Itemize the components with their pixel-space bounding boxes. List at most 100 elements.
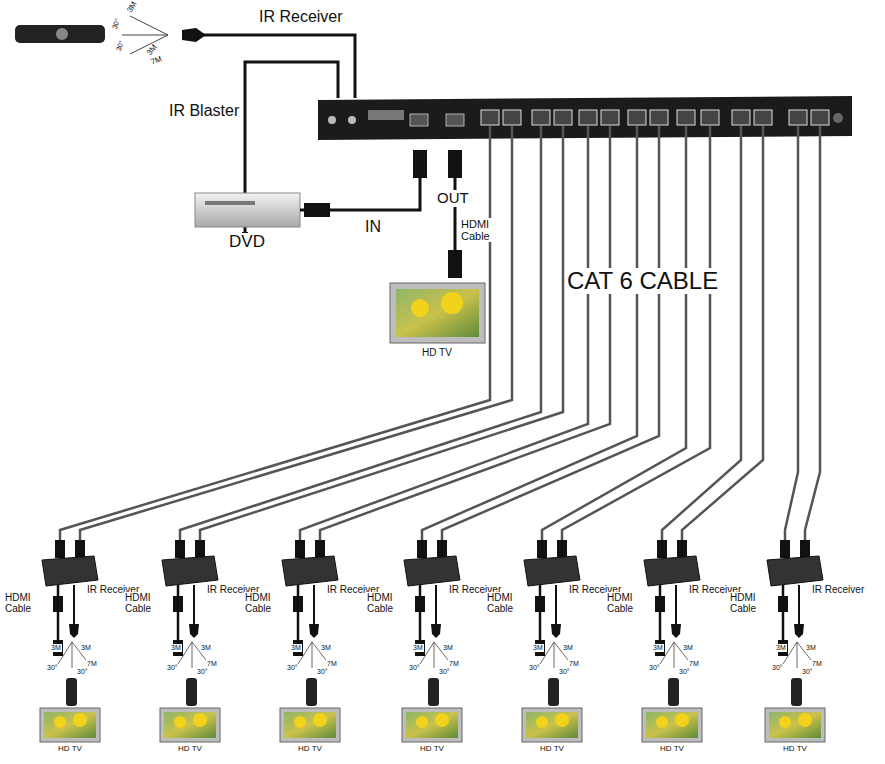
cat6-cable [562, 126, 710, 545]
label: HDMI Cable [244, 592, 276, 614]
device-name: HD TV [420, 347, 454, 358]
hdmi-plug [655, 596, 665, 612]
cat6-cable [785, 126, 798, 545]
device-label: HD TV [418, 744, 446, 754]
sunflower [54, 716, 66, 728]
label: 30° [801, 668, 814, 676]
device-name: HD TV [176, 745, 204, 754]
hdmi-plug [304, 203, 330, 217]
label: 3M [442, 644, 454, 652]
ir-receiver-eye [69, 624, 79, 638]
ir-receiver-eye [189, 624, 199, 638]
cat6-cable [300, 126, 588, 545]
ir-receiver-cable [435, 585, 437, 626]
rj45-port [579, 110, 597, 125]
receiver-group [160, 540, 220, 742]
tv-frame [522, 708, 582, 742]
ir-receiver-eye [182, 28, 206, 42]
rj45-plug [437, 540, 447, 558]
ir-receiver-eye [794, 624, 804, 638]
label: 30° [408, 664, 421, 672]
device-name: HD TV [418, 745, 446, 754]
ir-receiver-cable [675, 585, 677, 626]
label: 30° [648, 664, 661, 672]
label: 3M [170, 644, 182, 652]
label: 7M [811, 660, 823, 668]
receiver-group [765, 540, 825, 742]
tv-frame [642, 708, 702, 742]
tv-frame [390, 283, 485, 343]
hdmi-port [446, 114, 464, 126]
label: 30° [528, 664, 541, 672]
receiver-box [767, 556, 823, 586]
rj45-port [481, 110, 499, 125]
ir-receiver-eye [309, 624, 319, 638]
hdmi-plug [173, 596, 183, 612]
sunflower [441, 292, 463, 314]
hdmi-port [410, 114, 428, 126]
receiver-group [642, 540, 702, 742]
cat6-cable [80, 126, 512, 545]
rj45-plug [175, 540, 185, 558]
sunflower [656, 716, 668, 728]
sunflower [779, 716, 791, 728]
rj45-plug [657, 540, 667, 558]
rj45-port [677, 110, 695, 125]
device-name: DVD [227, 233, 267, 252]
label: 3M [200, 644, 212, 652]
rj45-port [601, 110, 619, 125]
ir-receiver-eye [551, 624, 561, 638]
label: 7M [448, 660, 460, 668]
device-label: HD TV [176, 744, 204, 754]
dvd-player [195, 193, 300, 227]
rj45-plug [295, 540, 305, 558]
receiver-box [162, 556, 218, 586]
label: 3M [652, 644, 664, 652]
hdmi-plug [448, 250, 462, 278]
tv-frame [160, 708, 220, 742]
label: IR Receiver [811, 584, 865, 595]
label: 3M [775, 644, 787, 652]
remote-control [306, 678, 317, 706]
rj45-plug [557, 540, 567, 558]
tv-frame [280, 708, 340, 742]
label: 30° [76, 668, 89, 676]
remote-button [56, 28, 68, 40]
rj45-port [532, 110, 550, 125]
label: CAT 6 CABLE [566, 268, 719, 294]
label: 7M [568, 660, 580, 668]
label: 30° [115, 39, 127, 53]
cat6-cable [180, 126, 541, 545]
cat6-cable [662, 126, 741, 545]
label: HDMI Cable [460, 218, 496, 242]
rj45-port [628, 110, 646, 125]
label: 30° [438, 668, 451, 676]
label: 3M [80, 644, 92, 652]
receiver-box [42, 556, 98, 586]
ir-receiver-cable [190, 35, 355, 98]
label: 30° [166, 664, 179, 672]
tv-screen [44, 712, 96, 738]
label: 30° [196, 668, 209, 676]
label: HDMI Cable [729, 592, 761, 614]
cat6-cable [200, 126, 563, 545]
sunflower [193, 713, 207, 727]
receiver-box [404, 556, 460, 586]
sunflower [435, 713, 449, 727]
ir-receiver-cable [73, 585, 75, 626]
cat6-cable [60, 126, 490, 545]
device-name: HD TV [658, 745, 686, 754]
dip-switch [368, 110, 404, 120]
receiver-group [280, 540, 340, 742]
rj45-plug [55, 540, 65, 558]
power-jack [833, 113, 843, 123]
label: 7M [326, 660, 338, 668]
dvd-tray [205, 201, 255, 205]
label: 7M [206, 660, 218, 668]
label: 30° [316, 668, 329, 676]
remote-control [15, 25, 105, 43]
remote-control [66, 678, 77, 706]
tv-screen [396, 289, 479, 337]
ir-jack [328, 116, 336, 124]
hdmi-plug [415, 596, 425, 612]
